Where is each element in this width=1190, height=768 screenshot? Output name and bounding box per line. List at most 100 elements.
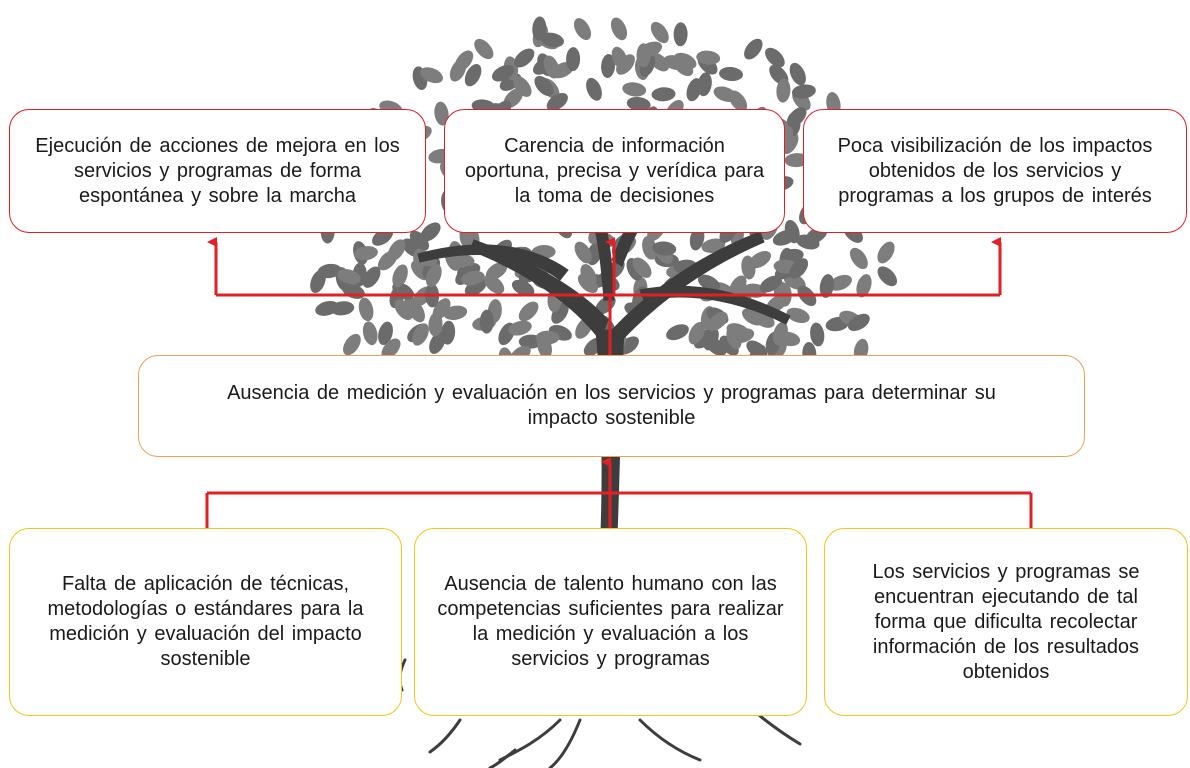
tree-leaf [848,313,870,332]
tree-leaf [586,77,602,101]
tree-leaf [508,320,532,336]
tree-leaf [491,64,515,82]
tree-leaf [543,55,560,79]
tree-leaf [741,255,756,280]
tree-leaf [546,92,568,111]
effect-text-3: Poca visibilización de los impactos obte… [837,134,1153,207]
tree-leaf [696,50,721,65]
tree-leaf [781,131,799,155]
effect-text-2: Carencia de información oportuna, precis… [464,134,765,207]
tree-leaf [601,54,616,78]
tree-leaf [728,90,748,112]
effect-box-3: Poca visibilización de los impactos obte… [803,109,1187,233]
tree-leaf [337,269,361,285]
tree-leaf [787,107,807,128]
effect-text-1: Ejecución de acciones de mejora en los s… [35,134,400,207]
tree-leaf [673,22,688,47]
tree-leaf [378,321,393,346]
tree-leaf [666,324,689,341]
cause-box-3: Los servicios y programas se encuentran … [824,528,1188,716]
tree-leaf [537,335,552,359]
tree-leaf [317,263,342,279]
tree-leaf [729,275,747,298]
tree-leaf [461,270,485,286]
tree-leaf [428,312,443,337]
tree-leaf [574,241,592,264]
tree-leaf [877,266,898,287]
tree-leaf [776,331,801,347]
tree-leaf [810,322,825,347]
tree-leaf [573,18,592,41]
tree-leaf [622,82,647,97]
tree-leaf [789,62,806,86]
tree-leaf [392,264,408,288]
tree-leaf [381,338,401,359]
tree-leaf [726,323,750,339]
central-problem-text: Ausencia de medición y evaluación en los… [227,382,996,429]
tree-leaf [707,311,728,331]
tree-leaf [412,323,429,346]
central-problem-box: Ausencia de medición y evaluación en los… [138,355,1085,457]
tree-leaf [783,273,806,290]
tree-leaf [387,239,406,261]
tree-leaf [534,75,554,97]
tree-leaf [746,340,768,359]
tree-leaf [514,48,535,68]
tree-leaf [464,64,482,87]
tree-leaf [610,17,628,41]
tree-leaf [566,47,581,72]
tree-leaf [425,264,442,288]
tree-leaf [789,258,809,279]
tree-leaf [483,274,505,294]
tree-leaf [784,153,809,168]
tree-leaf [849,247,868,270]
tree-leaf [315,300,339,316]
cause-text-3: Los servicios y programas se encuentran … [872,560,1140,683]
tree-leaf [686,78,702,102]
effect-box-1: Ejecución de acciones de mejora en los s… [9,109,426,233]
cause-box-2: Ausencia de talento humano con las compe… [414,528,807,716]
tree-leaf [420,222,441,242]
tree-leaf [449,59,467,82]
tree-leaf [632,257,652,278]
tree-leaf [518,301,539,322]
tree-leaf [394,299,413,321]
tree-leaf [354,246,378,261]
tree-leaf [420,67,443,84]
tree-leaf [511,279,535,297]
tree-leaf [697,274,721,292]
cause-text-2: Ausencia de talento humano con las compe… [437,573,784,670]
tree-leaf [877,241,895,264]
tree-leaf [744,38,763,60]
tree-leaf [651,87,676,102]
tree-leaf [759,275,782,293]
tree-leaf [856,274,872,298]
tree-leaf [362,321,378,346]
tree-leaf [673,52,697,70]
tree-leaf [642,236,657,260]
tree-leaf [776,78,791,103]
tree-leaf [362,266,381,288]
tree-leaf [441,320,456,345]
tree-leaf [611,46,628,70]
tree-leaf [786,307,810,324]
cause-text-1: Falta de aplicación de técnicas, metodol… [47,573,364,670]
tree-leaf [443,305,468,321]
tree-leaf [636,43,651,68]
tree-leaf [474,38,494,60]
tree-leaf [688,321,706,345]
tree-leaf [626,96,651,112]
tree-leaf [343,333,361,356]
tree-leaf [580,264,597,287]
tree-leaf [819,274,835,298]
tree-leaf [358,297,374,322]
tree-leaf [701,238,726,253]
tree-leaf [791,84,816,99]
tree-leaf [650,21,669,44]
tree-leaf [829,274,852,291]
cause-box-1: Falta de aplicación de técnicas, metodol… [9,528,402,716]
effect-box-2: Carencia de información oportuna, precis… [444,109,785,233]
tree-leaf [772,229,796,246]
tree-leaf [479,309,494,334]
